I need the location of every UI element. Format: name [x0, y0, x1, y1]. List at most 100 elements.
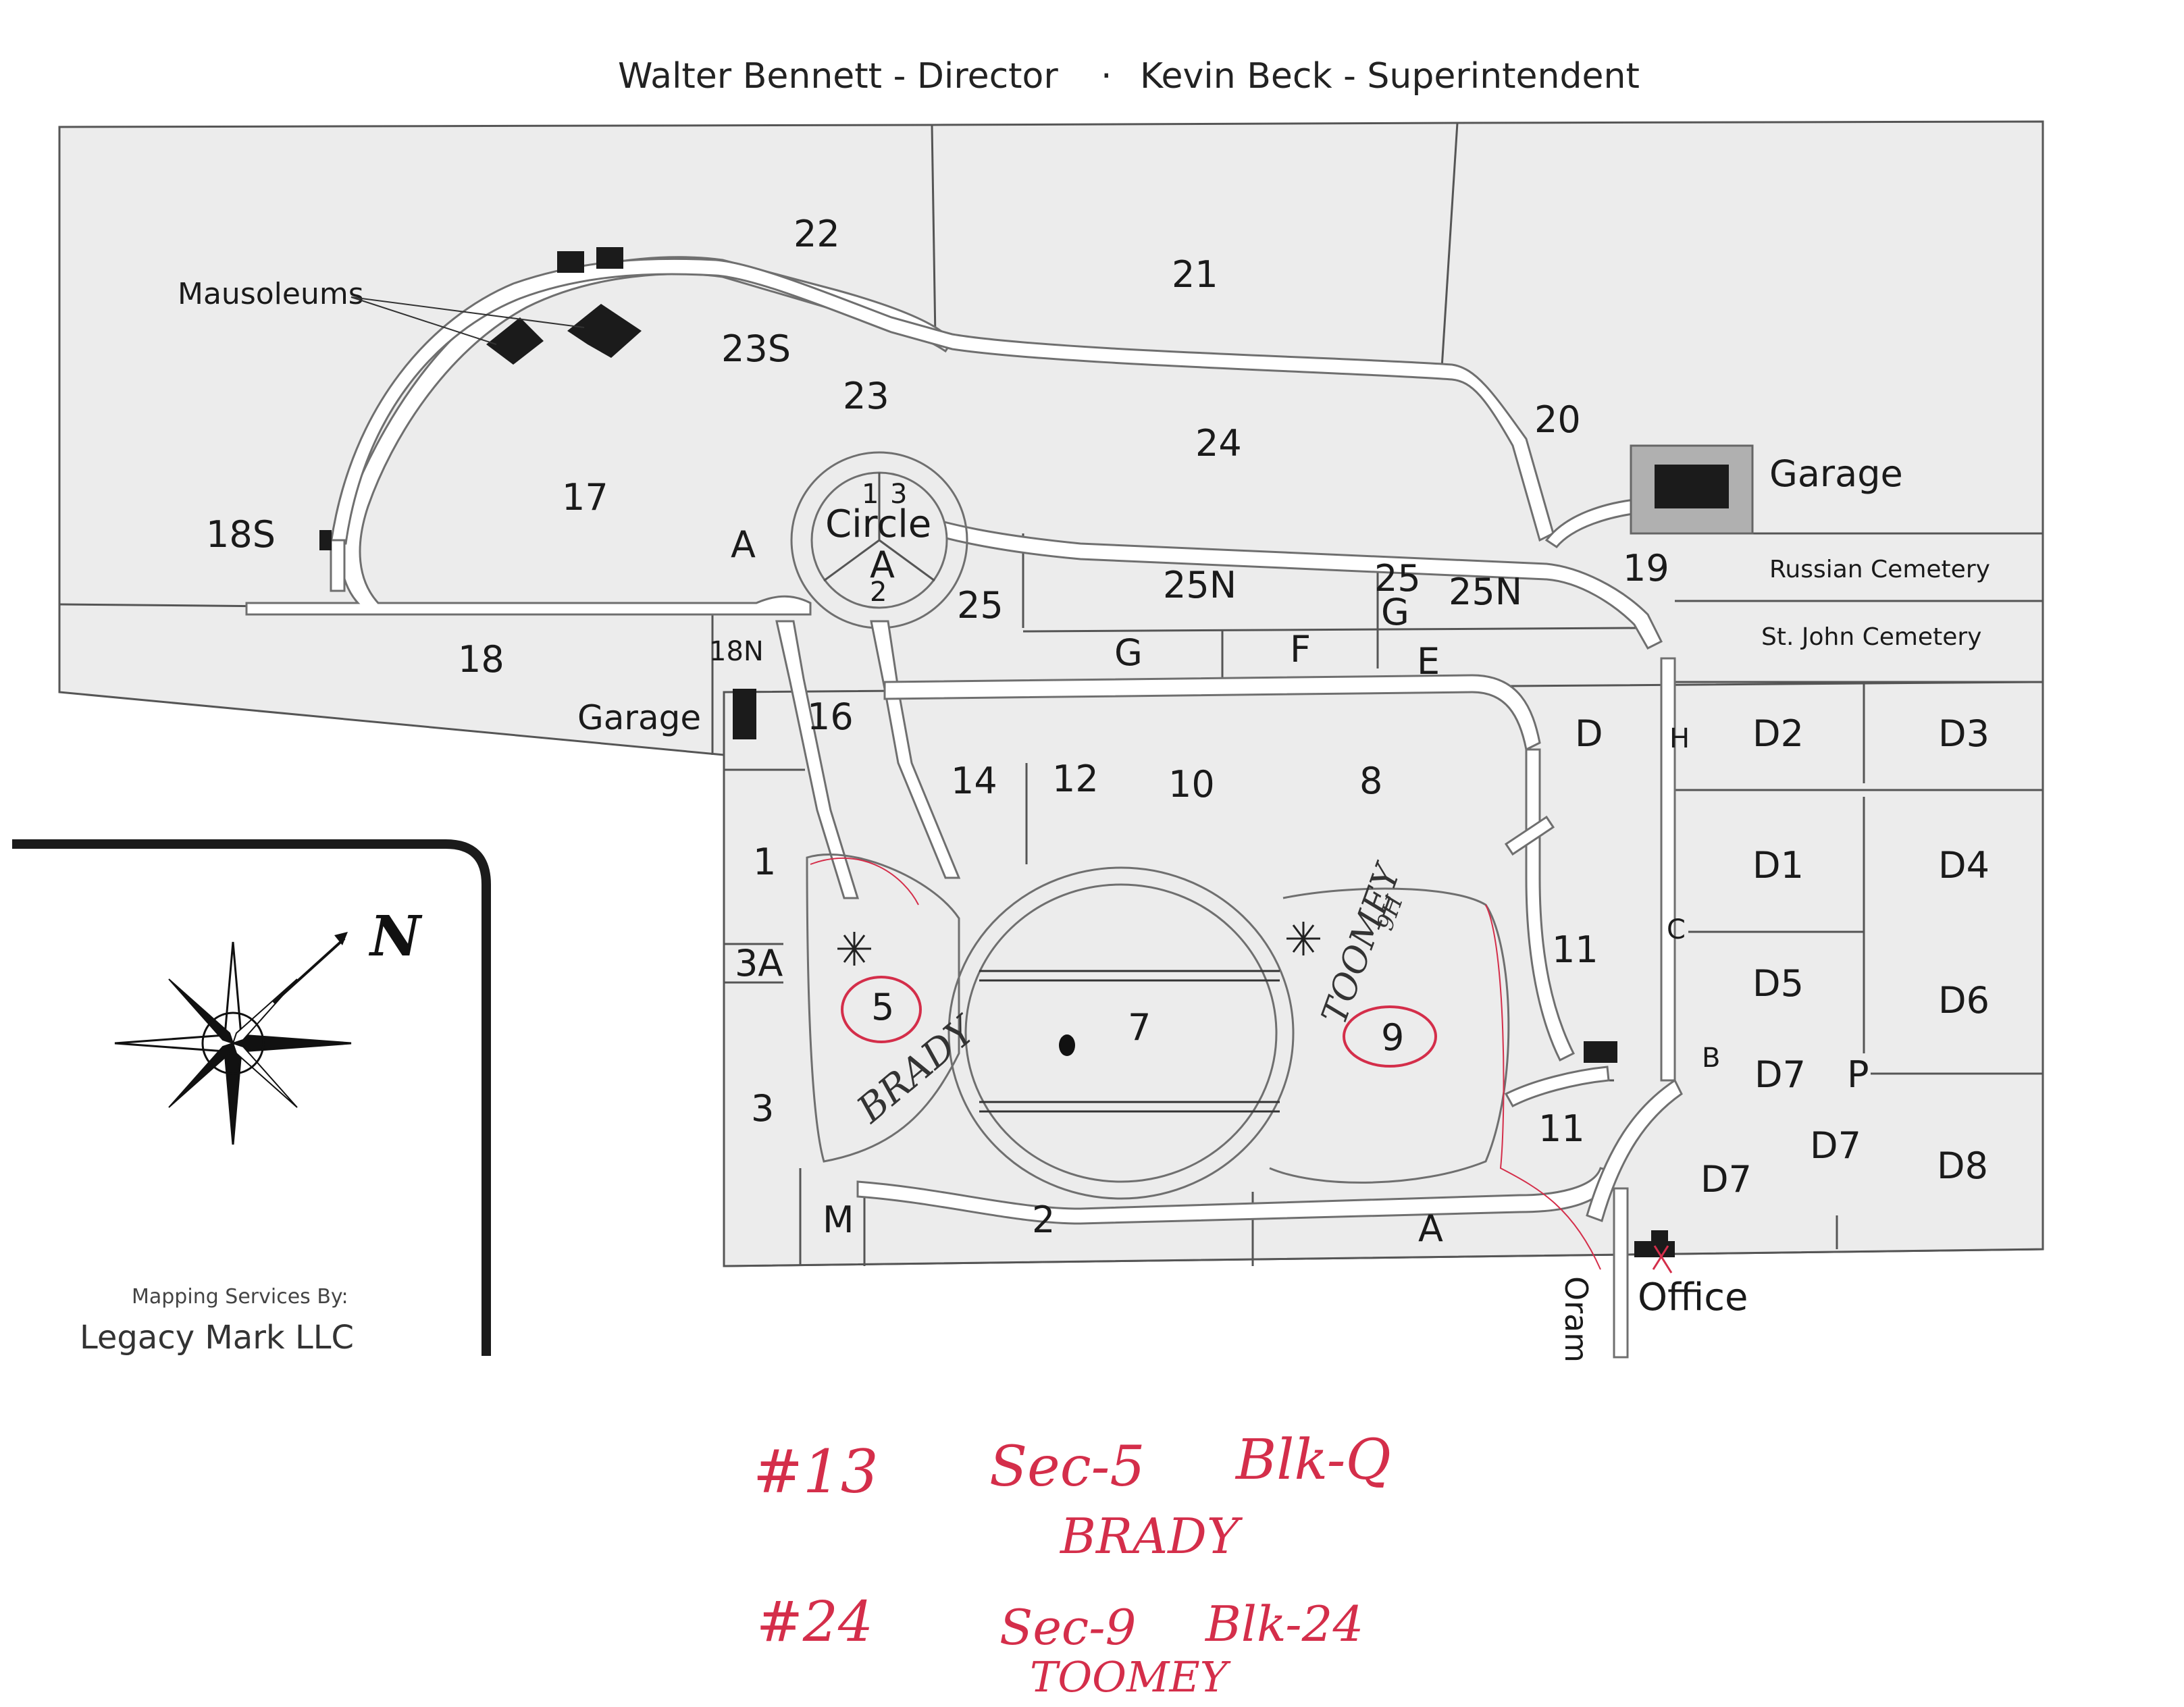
section-3: 3 — [751, 1087, 774, 1130]
section-23: 23 — [843, 375, 889, 417]
note2-number: #24 — [756, 1590, 873, 1654]
header-separator: · — [1101, 56, 1112, 97]
section-18: 18 — [458, 638, 504, 681]
compass-frame — [12, 839, 491, 1356]
section-d2: D2 — [1752, 712, 1804, 755]
toomey-grave-mark — [1286, 922, 1320, 955]
section-d6: D6 — [1938, 979, 1990, 1022]
note1-block: Blk-Q — [1234, 1428, 1391, 1492]
section-g: G — [1114, 631, 1143, 674]
section-12: 12 — [1052, 758, 1099, 800]
circle-dividers — [823, 473, 935, 582]
note1-section: Sec-5 — [989, 1435, 1145, 1499]
header-director: Walter Bennett - Director — [618, 56, 1058, 97]
section-25g-bottom: G — [1381, 591, 1409, 633]
section-19: 19 — [1623, 547, 1669, 589]
place-labels: Mausoleums Circle Garage Garage Russian … — [178, 277, 1990, 1363]
garage-lower-label: Garage — [577, 698, 701, 737]
mausoleum-building-3 — [486, 317, 544, 365]
mausoleum-building-2 — [596, 247, 623, 269]
section-21: 21 — [1172, 253, 1218, 296]
section-17: 17 — [562, 476, 608, 519]
section-10: 10 — [1168, 763, 1215, 806]
st-john-cemetery-label: St. John Cemetery — [1761, 623, 1981, 651]
section-labels: 22 21 23S 23 24 20 17 18S A 18 18N 16 25… — [206, 213, 1990, 1250]
section-20: 20 — [1534, 398, 1581, 441]
circle-section-a: A — [870, 544, 895, 586]
section-5-circle — [841, 976, 922, 1043]
section-11-lower: 11 — [1538, 1107, 1585, 1150]
section-d1: D1 — [1752, 844, 1804, 887]
brady-grave-mark — [837, 932, 871, 966]
circle-label: Circle — [825, 502, 931, 546]
note1-name: BRADY — [1059, 1508, 1243, 1565]
section-p: P — [1847, 1053, 1869, 1096]
section-h: H — [1669, 723, 1690, 754]
section-25g-top: 25 — [1374, 557, 1421, 600]
section-f: F — [1290, 628, 1311, 671]
note2-section: Sec-9 — [999, 1599, 1136, 1656]
section-5: 5 — [871, 986, 894, 1028]
circle-section-1: 1 — [862, 479, 879, 510]
section-24: 24 — [1195, 422, 1242, 465]
credit-line1: Mapping Services By: — [132, 1285, 348, 1309]
garage-upper-label: Garage — [1769, 452, 1903, 495]
section-3a: 3A — [735, 942, 783, 984]
section-d8: D8 — [1937, 1145, 1988, 1187]
garage-building-lower — [733, 689, 756, 739]
section-d7-a: D7 — [1754, 1053, 1806, 1096]
section-25: 25 — [957, 584, 1004, 627]
section-22: 22 — [794, 213, 840, 255]
section-d4: D4 — [1938, 844, 1990, 887]
section-16: 16 — [807, 695, 854, 738]
office-marker — [1652, 1245, 1673, 1273]
section-23s: 23S — [721, 327, 791, 370]
circle-section-2: 2 — [870, 577, 887, 608]
roads — [245, 256, 1683, 1359]
handwritten-notes: #13 Sec-5 Blk-Q BRADY #24 Sec-9 Blk-24 T… — [753, 1428, 1391, 1702]
small-building-11 — [1584, 1041, 1617, 1063]
header-superintendent: Kevin Beck - Superintendent — [1140, 56, 1640, 97]
section-e: E — [1417, 640, 1440, 683]
credit-line2: Legacy Mark LLC — [80, 1319, 354, 1357]
buildings — [319, 247, 1754, 1273]
section-a-lower: A — [1418, 1207, 1443, 1250]
section-d7-c: D7 — [1700, 1158, 1752, 1201]
section-11-upper: 11 — [1552, 928, 1598, 971]
russian-cemetery-label: Russian Cemetery — [1769, 556, 1990, 583]
cemetery-grounds-lower — [723, 681, 2044, 1267]
circle-section-3: 3 — [890, 479, 907, 510]
section-a-upper: A — [731, 523, 756, 566]
section-18n: 18N — [709, 636, 764, 667]
section-25n-left: 25N — [1163, 564, 1237, 606]
section-9: 9 — [1381, 1016, 1404, 1059]
section-d7-b: D7 — [1810, 1124, 1861, 1167]
mausoleum-building-4 — [567, 304, 642, 358]
section-7-lines — [979, 970, 1280, 1113]
mausoleum-building-1 — [557, 251, 584, 273]
section-7: 7 — [1128, 1006, 1151, 1049]
section-b: B — [1702, 1043, 1720, 1074]
section-8: 8 — [1359, 760, 1382, 802]
section-9-circle — [1343, 1005, 1437, 1068]
office-label: Office — [1638, 1276, 1748, 1319]
section-25n-right: 25N — [1449, 571, 1522, 613]
note1-number: #13 — [753, 1437, 879, 1506]
section-14: 14 — [951, 760, 997, 802]
compass-rose-icon — [114, 932, 352, 1145]
garage-building-upper — [1655, 465, 1729, 508]
section-1: 1 — [753, 841, 776, 883]
section-d5: D5 — [1752, 962, 1804, 1005]
note2-block: Blk-24 — [1204, 1596, 1363, 1652]
small-building-18s — [319, 530, 332, 550]
north-label: N — [368, 904, 423, 969]
section-m: M — [823, 1199, 854, 1241]
note2-name: TOOMEY — [1030, 1652, 1231, 1702]
oram-street-label: Oram — [1558, 1276, 1594, 1363]
section-18s: 18S — [206, 513, 276, 556]
section-c: C — [1667, 914, 1686, 945]
mausoleums-label: Mausoleums — [178, 277, 364, 311]
section-2: 2 — [1032, 1199, 1055, 1241]
section-d: D — [1575, 712, 1603, 755]
